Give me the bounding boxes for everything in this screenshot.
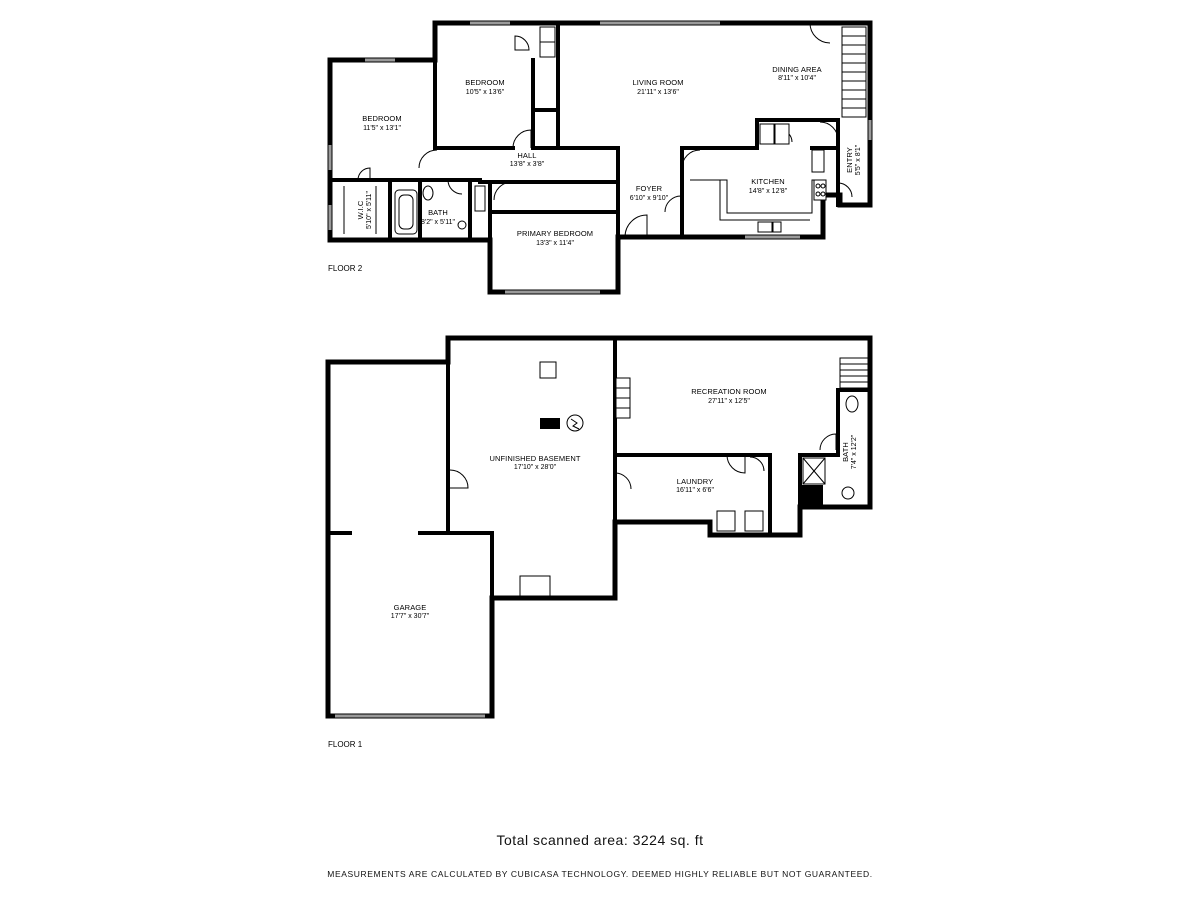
room-name: KITCHEN <box>751 177 785 186</box>
room-dimensions: 7'4" x 12'2" <box>851 434 858 469</box>
floor-2-doors <box>357 22 853 238</box>
room-name: RECREATION ROOM <box>691 387 767 396</box>
room-name: PRIMARY BEDROOM <box>517 229 593 238</box>
floor-1-interior-walls <box>328 336 872 600</box>
room-wic: W.I.C 5'10" x 5'11" <box>356 191 373 229</box>
floor-1-plan: UNFINISHED BASEMENT 17'10" x 28'0" RECRE… <box>325 335 873 749</box>
floor-2-interior-walls <box>328 21 840 242</box>
room-dimensions: 8'11" x 10'4" <box>778 75 816 82</box>
room-dimensions: 14'8" x 12'8" <box>749 188 788 195</box>
measurement-disclaimer: MEASUREMENTS ARE CALCULATED BY CUBICASA … <box>327 869 873 879</box>
room-dimensions: 5'10" x 5'11" <box>366 191 373 229</box>
room-name: BEDROOM <box>362 114 401 123</box>
room-bedroom-1: BEDROOM 10'5" x 13'6" <box>465 78 504 96</box>
room-primary-bedroom: PRIMARY BEDROOM 13'3" x 11'4" <box>517 229 593 247</box>
room-recreation-room: RECREATION ROOM 27'11" x 12'5" <box>691 387 767 405</box>
floor-2-plan: BEDROOM 11'5" x 13'1" BEDROOM 10'5" x 13… <box>327 20 873 295</box>
room-bath-1: BATH 7'4" x 12'2" <box>841 434 858 469</box>
room-dimensions: 13'3" x 11'4" <box>536 240 574 247</box>
room-bedroom-2: BEDROOM 11'5" x 13'1" <box>362 114 401 132</box>
room-name: W.I.C <box>356 200 365 219</box>
room-kitchen: KITCHEN 14'8" x 12'8" <box>749 177 788 195</box>
floor-1-outer-walls <box>325 335 873 719</box>
room-name: BATH <box>841 442 850 462</box>
total-scanned-area: Total scanned area: 3224 sq. ft <box>496 832 704 848</box>
room-name: BATH <box>428 208 448 217</box>
floor-2-windows <box>328 21 872 294</box>
room-foyer: FOYER 6'10" x 9'10" <box>630 184 669 202</box>
room-dimensions: 13'8" x 3'8" <box>510 161 545 168</box>
floor-1-label: FLOOR 1 <box>328 740 363 749</box>
room-dimensions: 21'11" x 13'6" <box>637 89 679 96</box>
room-hall: HALL 13'8" x 3'8" <box>510 151 545 168</box>
room-garage: GARAGE 17'7" x 30'7" <box>391 603 430 620</box>
floor-2-label: FLOOR 2 <box>328 264 363 273</box>
room-dimensions: 6'10" x 9'10" <box>630 195 669 202</box>
room-entry: ENTRY 5'5" x 8'1" <box>845 144 862 175</box>
room-dimensions: 16'11" x 6'6" <box>676 487 714 494</box>
room-name: LIVING ROOM <box>632 78 683 87</box>
room-dimensions: 17'10" x 28'0" <box>514 464 557 471</box>
room-name: HALL <box>517 151 536 160</box>
room-name: LAUNDRY <box>677 477 713 486</box>
room-name: FOYER <box>636 184 663 193</box>
room-name: BEDROOM <box>465 78 504 87</box>
floor-2-fixtures <box>343 26 867 235</box>
floor-2-outer-walls <box>327 20 873 295</box>
room-laundry: LAUNDRY 16'11" x 6'6" <box>676 477 714 494</box>
room-name: DINING AREA <box>772 65 821 74</box>
room-dimensions: 8'2" x 5'11" <box>421 219 455 226</box>
room-dimensions: 17'7" x 30'7" <box>391 613 430 620</box>
room-dimensions: 5'5" x 8'1" <box>855 144 862 175</box>
floor-1-fixtures <box>519 357 869 597</box>
room-dining-area: DINING AREA 8'11" x 10'4" <box>772 65 821 82</box>
room-bath-2: BATH 8'2" x 5'11" <box>421 208 455 226</box>
room-name: GARAGE <box>394 603 427 612</box>
room-dimensions: 27'11" x 12'5" <box>708 398 750 405</box>
room-living-room: LIVING ROOM 21'11" x 13'6" <box>632 78 683 96</box>
floor-1-doors <box>449 433 837 490</box>
room-name: ENTRY <box>845 147 854 173</box>
room-dimensions: 11'5" x 13'1" <box>363 125 401 132</box>
room-dimensions: 10'5" x 13'6" <box>466 89 505 96</box>
room-unfinished-basement: UNFINISHED BASEMENT 17'10" x 28'0" <box>489 454 580 471</box>
room-name: UNFINISHED BASEMENT <box>489 454 580 463</box>
